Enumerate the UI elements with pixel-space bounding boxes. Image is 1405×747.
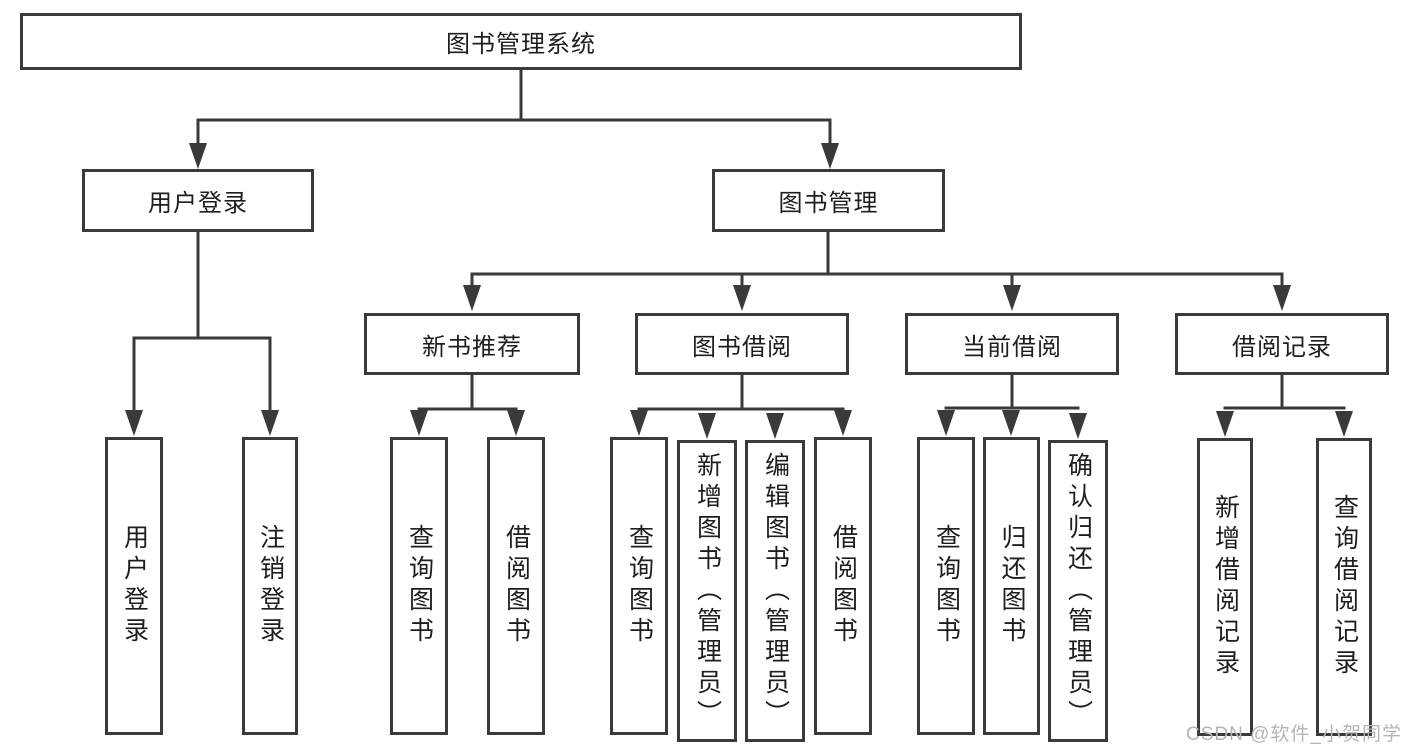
leaf-return-book-label: 归还图书 — [998, 524, 1026, 648]
node-new-book-recommend: 新书推荐 — [364, 313, 580, 375]
node-book-borrow: 图书借阅 — [635, 313, 849, 375]
node-user-login-label: 用户登录 — [148, 190, 248, 217]
leaf-current-query-book: 查询图书 — [917, 437, 975, 735]
leaf-borrow-query-book: 查询图书 — [610, 437, 668, 735]
leaf-logout: 注销登录 — [242, 437, 298, 735]
leaf-recommend-borrow-book-label: 借阅图书 — [502, 524, 531, 648]
leaf-confirm-return-admin-label: 确认归还（管理员） — [1064, 451, 1093, 731]
node-new-book-recommend-label: 新书推荐 — [422, 333, 522, 361]
leaf-query-borrow-record: 查询借阅记录 — [1316, 438, 1372, 736]
leaf-recommend-query-book: 查询图书 — [390, 437, 448, 735]
node-book-manage: 图书管理 — [712, 169, 945, 232]
node-root: 图书管理系统 — [20, 13, 1022, 70]
leaf-add-book-admin-label: 新增图书（管理员） — [693, 451, 722, 731]
leaf-add-borrow-record-label: 新增借阅记录 — [1211, 494, 1240, 680]
node-user-login: 用户登录 — [82, 169, 314, 232]
leaf-borrow-book-label: 借阅图书 — [829, 524, 858, 648]
node-borrow-record-label: 借阅记录 — [1232, 333, 1332, 361]
leaf-recommend-borrow-book: 借阅图书 — [487, 437, 545, 735]
leaf-logout-label: 注销登录 — [256, 524, 285, 648]
leaf-user-login-label: 用户登录 — [120, 524, 149, 648]
leaf-user-login: 用户登录 — [105, 437, 163, 735]
leaf-return-book: 归还图书 — [983, 437, 1040, 735]
leaf-recommend-query-book-label: 查询图书 — [405, 524, 434, 648]
leaf-add-book-admin: 新增图书（管理员） — [677, 440, 737, 742]
leaf-query-borrow-record-label: 查询借阅记录 — [1330, 494, 1359, 680]
watermark: CSDN @软件_小贺同学 — [1186, 724, 1402, 745]
node-current-borrow-label: 当前借阅 — [962, 333, 1062, 361]
node-book-borrow-label: 图书借阅 — [692, 333, 792, 361]
leaf-borrow-book: 借阅图书 — [814, 437, 872, 735]
node-book-manage-label: 图书管理 — [778, 190, 879, 217]
leaf-edit-book-admin: 编辑图书（管理员） — [745, 440, 805, 742]
leaf-confirm-return-admin: 确认归还（管理员） — [1048, 440, 1108, 742]
leaf-current-query-book-label: 查询图书 — [932, 524, 961, 648]
leaf-edit-book-admin-label: 编辑图书（管理员） — [761, 451, 790, 731]
node-current-borrow: 当前借阅 — [905, 313, 1119, 375]
leaf-add-borrow-record: 新增借阅记录 — [1197, 438, 1253, 736]
node-root-label: 图书管理系统 — [446, 31, 596, 58]
leaf-borrow-query-book-label: 查询图书 — [625, 524, 654, 648]
node-borrow-record: 借阅记录 — [1175, 313, 1389, 375]
